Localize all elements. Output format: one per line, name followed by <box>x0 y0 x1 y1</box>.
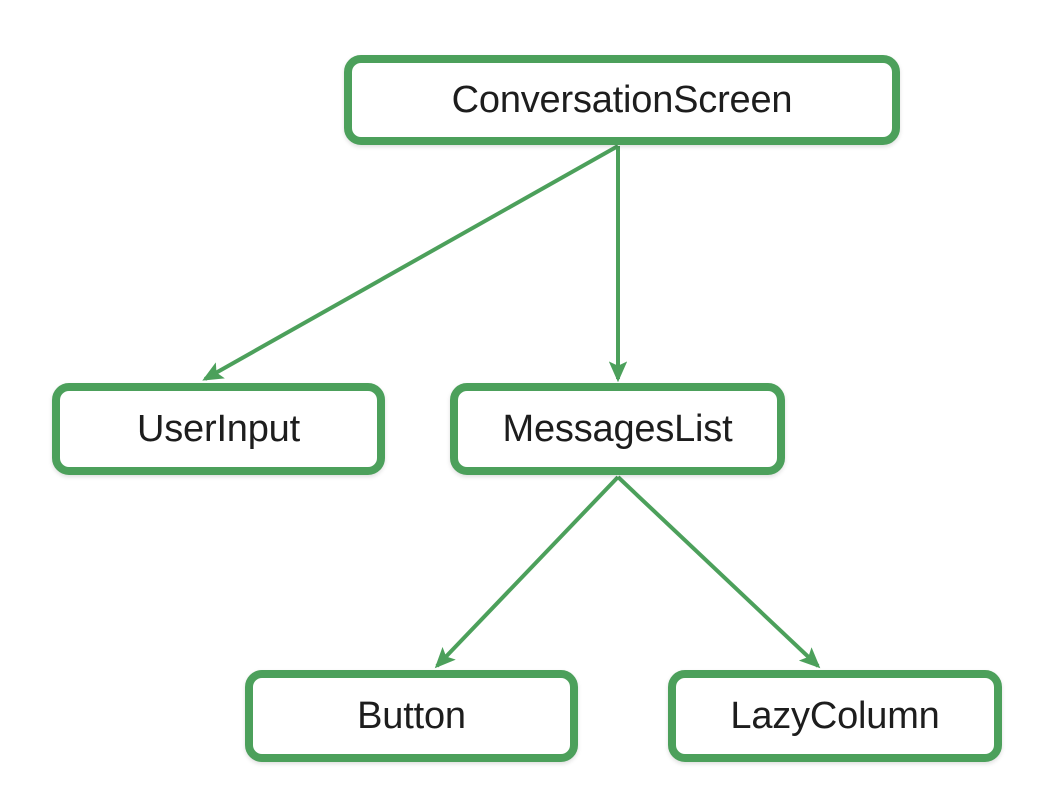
edge-messageslist-to-lazycolumn <box>616 475 821 669</box>
node-label-user-input: UserInput <box>137 408 300 450</box>
node-lazy-column[interactable]: LazyColumn <box>668 670 1002 762</box>
node-conversation-screen[interactable]: ConversationScreen <box>344 55 900 145</box>
node-messages-list[interactable]: MessagesList <box>450 383 785 475</box>
node-label-button: Button <box>357 695 466 737</box>
node-user-input[interactable]: UserInput <box>52 383 385 475</box>
node-label-lazy-column: LazyColumn <box>730 695 940 737</box>
node-label-conversation-screen: ConversationScreen <box>451 79 793 121</box>
edge-messageslist-to-button <box>434 475 620 669</box>
edge-group <box>202 144 821 669</box>
edge-conversation-to-userinput <box>202 144 619 381</box>
node-button[interactable]: Button <box>245 670 578 762</box>
node-label-messages-list: MessagesList <box>502 408 733 450</box>
